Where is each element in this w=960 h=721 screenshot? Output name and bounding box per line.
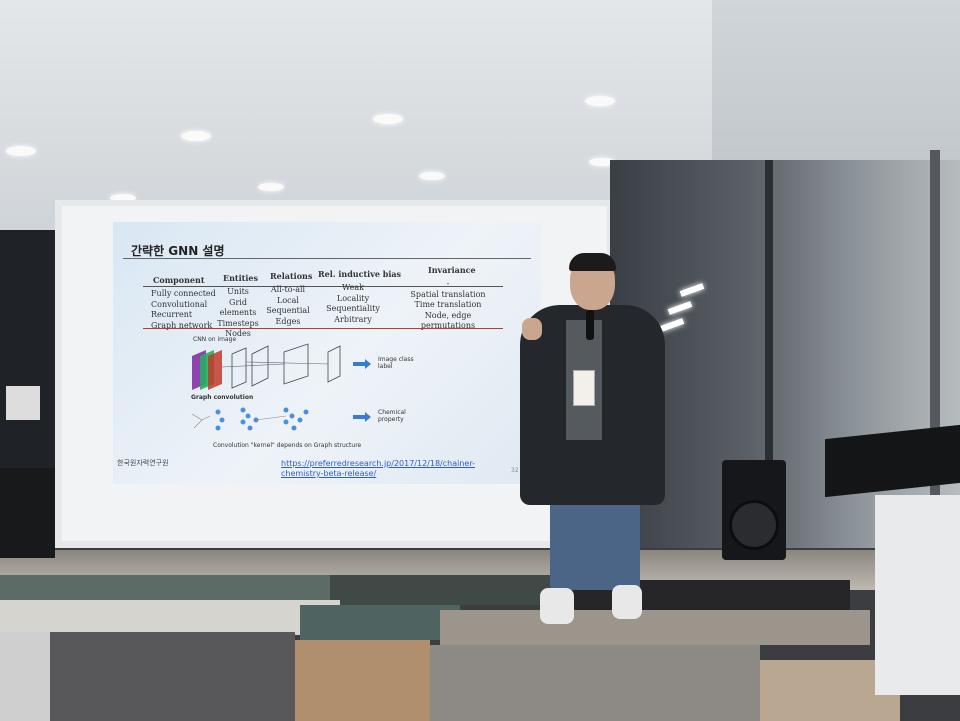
floor-tile bbox=[440, 610, 870, 645]
ceiling-light bbox=[181, 131, 211, 141]
ceiling-light bbox=[585, 96, 615, 106]
floor-tile bbox=[300, 605, 460, 640]
slide-title: 간략한 GNN 설명 bbox=[131, 244, 225, 258]
table-col-bias: Weak Locality Sequentiality Arbitrary bbox=[323, 283, 383, 325]
feature-map bbox=[327, 345, 341, 383]
table-cell: Time translation bbox=[414, 300, 482, 309]
table-col-entities: Units Grid elements Timesteps Nodes bbox=[213, 287, 263, 340]
connection bbox=[221, 363, 285, 368]
cnn-label: CNN on image bbox=[193, 336, 237, 343]
table-header: Relations bbox=[270, 271, 313, 281]
stage-panel bbox=[0, 632, 50, 721]
graph-edges bbox=[191, 413, 287, 429]
wall-poster bbox=[6, 386, 40, 420]
table-header: Entities bbox=[223, 273, 258, 283]
table-cell: Edges bbox=[275, 316, 301, 326]
graph-output-label: Chemical property bbox=[378, 409, 406, 423]
presenter-hair bbox=[569, 253, 616, 271]
page-number: 32 bbox=[511, 467, 519, 474]
table-header: Rel. inductive bias bbox=[318, 269, 402, 279]
table-cell: - bbox=[446, 279, 450, 288]
table-cell: Arbitrary bbox=[334, 314, 372, 324]
image-layer bbox=[208, 350, 222, 390]
table-header: Invariance bbox=[428, 265, 476, 275]
table-cell: All-to-all bbox=[270, 285, 306, 294]
table-cell: Nodes bbox=[225, 329, 251, 338]
table-cell: Recurrent bbox=[151, 310, 193, 319]
arrow-icon bbox=[353, 412, 371, 422]
table-cell: Fully connected bbox=[151, 289, 216, 298]
table-cell: Local bbox=[277, 295, 299, 305]
ceiling-right bbox=[712, 0, 960, 165]
floor-tile bbox=[0, 600, 340, 635]
arrow-icon bbox=[353, 359, 371, 369]
title-rule bbox=[123, 258, 531, 259]
presenter-hand bbox=[522, 318, 542, 340]
table-col-relations: All-to-all Local Sequential Edges bbox=[263, 285, 313, 327]
microphone-icon bbox=[586, 310, 594, 340]
table-cell: Locality bbox=[336, 293, 370, 303]
graph-conv-label: Graph convolution bbox=[191, 394, 254, 401]
table-cell: Node, edge permutations bbox=[420, 310, 476, 331]
stage-panel bbox=[295, 640, 430, 721]
glass-frame bbox=[930, 150, 940, 560]
ceiling-light bbox=[419, 172, 445, 180]
name-badge bbox=[573, 370, 595, 406]
table-col-component: Fully connected Convolutional Recurrent … bbox=[151, 289, 216, 331]
ceiling-light bbox=[6, 146, 36, 156]
table-cell: Weak bbox=[342, 283, 364, 292]
ceiling-light bbox=[110, 194, 136, 202]
floor-tile bbox=[330, 575, 550, 605]
feature-map bbox=[283, 343, 309, 385]
graph-nodes bbox=[215, 407, 309, 431]
podium bbox=[875, 495, 960, 695]
graph-diagram bbox=[191, 407, 309, 431]
table-cell: Timesteps bbox=[217, 318, 259, 328]
table-accent-rule bbox=[143, 328, 503, 329]
reference-link[interactable]: https://preferredresearch.jp/2017/12/18/… bbox=[281, 459, 475, 478]
cnn-diagram bbox=[192, 343, 341, 390]
loudspeaker bbox=[0, 468, 55, 558]
speaker-cone bbox=[729, 500, 779, 550]
table-cell: Grid elements bbox=[219, 297, 257, 318]
table-cell: Graph network bbox=[151, 320, 213, 330]
table-cell: Spatial translation bbox=[410, 289, 486, 299]
table-col-invariance: - Spatial translation Time translation N… bbox=[398, 279, 498, 332]
presentation-slide: 간략한 GNN 설명 Component Entities Relations … bbox=[113, 222, 541, 484]
ceiling-light bbox=[589, 158, 615, 166]
glass-frame bbox=[765, 160, 773, 560]
feature-map bbox=[251, 345, 269, 387]
institute-logo: 한국원자력연구원 bbox=[117, 459, 169, 467]
sneaker bbox=[540, 588, 574, 624]
ceiling-light bbox=[258, 183, 284, 191]
stage-panel bbox=[50, 632, 295, 721]
table-cell: Sequential bbox=[266, 306, 310, 315]
table-cell: Sequentiality bbox=[326, 304, 380, 313]
ceiling-light bbox=[373, 114, 403, 124]
table-cell: Convolutional bbox=[151, 299, 208, 309]
feature-map bbox=[231, 347, 247, 389]
connection bbox=[245, 361, 329, 365]
slide-caption: Convolution "kernel" depends on Graph st… bbox=[213, 442, 362, 449]
cnn-output-label: Image class label bbox=[378, 356, 414, 370]
table-header: Component bbox=[153, 275, 205, 285]
table-rule bbox=[143, 286, 503, 287]
table-cell: Units bbox=[227, 287, 249, 296]
sneaker bbox=[612, 585, 642, 619]
stage-panel bbox=[430, 645, 760, 721]
